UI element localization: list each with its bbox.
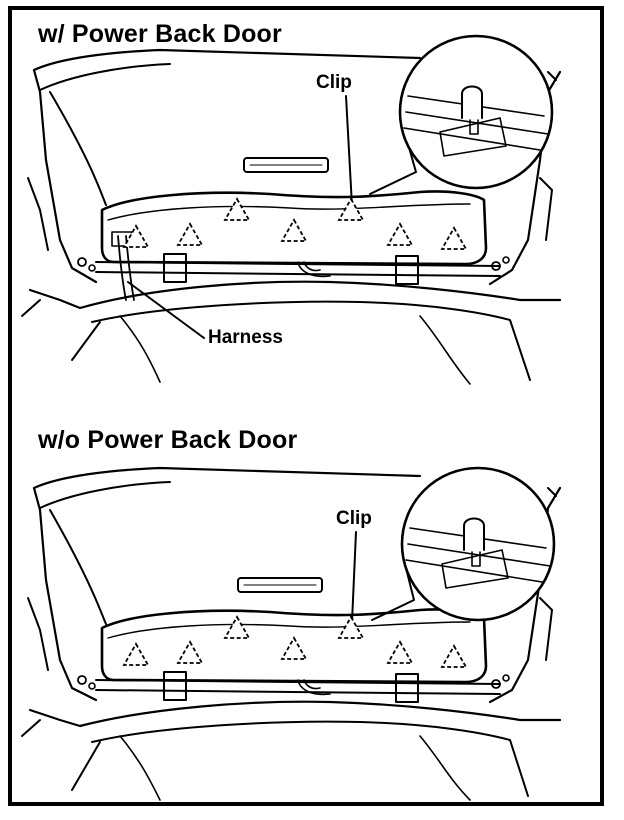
clip-location-triangle-icon <box>177 223 203 246</box>
clip-location-triangle-icon <box>123 225 149 248</box>
clip-label-bottom: Clip <box>336 508 372 529</box>
clip-location-triangle-icon <box>281 219 307 242</box>
illustration-no-power-back-door <box>21 466 562 801</box>
harness-label: Harness <box>208 327 283 348</box>
clip-location-triangle-icon <box>224 198 250 221</box>
clip-locations-bottom <box>123 616 467 668</box>
clip-locations-top <box>123 198 467 250</box>
clip-location-triangle-icon <box>281 637 307 660</box>
diagram-title-no-power-back-door: w/o Power Back Door <box>38 426 298 454</box>
clip-location-triangle-icon <box>387 223 413 246</box>
clip-location-triangle-icon <box>441 645 467 668</box>
clip-location-triangle-icon <box>441 227 467 250</box>
illustration-power-back-door <box>21 34 562 385</box>
diagram-title-power-back-door: w/ Power Back Door <box>38 20 282 48</box>
clip-location-triangle-icon <box>123 643 149 666</box>
clip-location-triangle-icon <box>177 641 203 664</box>
clip-label-top: Clip <box>316 72 352 93</box>
clip-location-triangle-icon <box>387 641 413 664</box>
clip-location-triangle-icon <box>224 616 250 639</box>
